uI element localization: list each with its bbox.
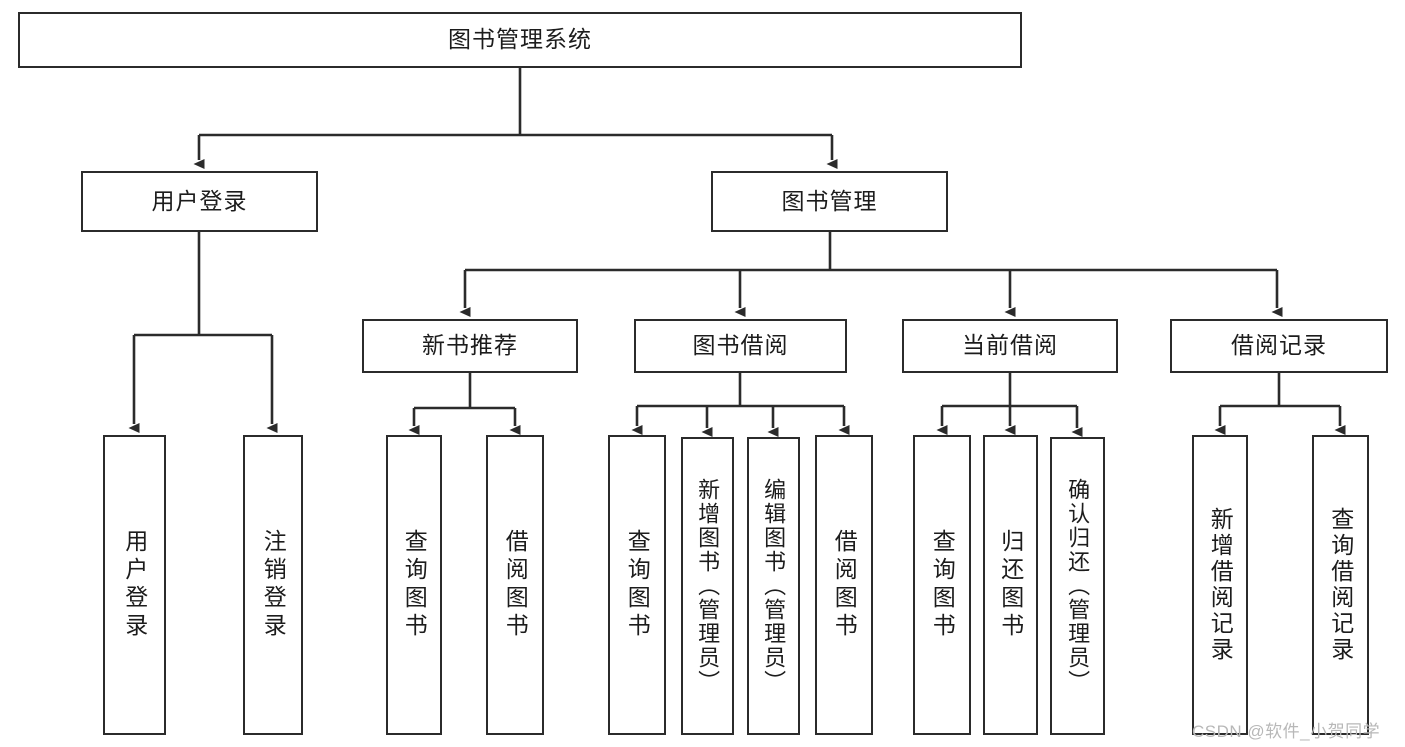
node-leaf-borrow-book-recommend[interactable]: 借阅图书 xyxy=(486,435,544,735)
node-leaf-user-login-label: 用户登录 xyxy=(121,529,148,641)
node-leaf-query-book-recommend[interactable]: 查询图书 xyxy=(386,435,442,735)
node-user-login-label: 用户登录 xyxy=(151,187,248,214)
node-leaf-query-book-borrow-label: 查询图书 xyxy=(624,529,651,641)
node-leaf-query-book-current[interactable]: 查询图书 xyxy=(913,435,971,735)
node-user-login[interactable]: 用户登录 xyxy=(81,171,318,232)
node-leaf-edit-book[interactable]: 编辑图书（管理员） xyxy=(747,437,800,735)
node-leaf-query-book-current-label: 查询图书 xyxy=(929,529,956,641)
node-leaf-add-borrow-record-label: 新增借阅记录 xyxy=(1207,507,1234,663)
node-leaf-query-borrow-record[interactable]: 查询借阅记录 xyxy=(1312,435,1369,735)
node-leaf-edit-book-label: 编辑图书（管理员） xyxy=(761,478,787,694)
node-book-borrow-label: 图书借阅 xyxy=(692,332,789,359)
node-leaf-user-login[interactable]: 用户登录 xyxy=(103,435,166,735)
node-leaf-borrow-book-recommend-label: 借阅图书 xyxy=(502,529,529,641)
node-leaf-add-book[interactable]: 新增图书（管理员） xyxy=(681,437,734,735)
node-leaf-borrow-book[interactable]: 借阅图书 xyxy=(815,435,873,735)
node-leaf-query-borrow-record-label: 查询借阅记录 xyxy=(1327,507,1354,663)
node-leaf-confirm-return-label: 确认归还（管理员） xyxy=(1065,478,1091,694)
node-leaf-user-logout-label: 注销登录 xyxy=(260,529,287,641)
node-leaf-add-book-label: 新增图书（管理员） xyxy=(695,478,721,694)
node-leaf-user-logout[interactable]: 注销登录 xyxy=(243,435,303,735)
node-leaf-query-book-recommend-label: 查询图书 xyxy=(401,529,428,641)
csdn-watermark: CSDN @软件_小贺同学 xyxy=(1192,717,1380,742)
node-book-manage-label: 图书管理 xyxy=(781,187,878,214)
node-leaf-query-book-borrow[interactable]: 查询图书 xyxy=(608,435,666,735)
node-leaf-return-book[interactable]: 归还图书 xyxy=(983,435,1038,735)
watermark-text: CSDN @软件_小贺同学 xyxy=(1192,722,1381,741)
node-new-book-recommend[interactable]: 新书推荐 xyxy=(362,319,578,373)
node-leaf-add-borrow-record[interactable]: 新增借阅记录 xyxy=(1192,435,1248,735)
node-root[interactable]: 图书管理系统 xyxy=(18,12,1022,68)
node-borrow-record-label: 借阅记录 xyxy=(1231,332,1327,359)
node-leaf-return-book-label: 归还图书 xyxy=(997,529,1024,641)
node-book-manage[interactable]: 图书管理 xyxy=(711,171,948,232)
node-root-label: 图书管理系统 xyxy=(448,26,592,53)
node-leaf-confirm-return[interactable]: 确认归还（管理员） xyxy=(1050,437,1105,735)
node-current-borrow-label: 当前借阅 xyxy=(962,332,1058,359)
node-leaf-borrow-book-label: 借阅图书 xyxy=(831,529,858,641)
node-new-book-recommend-label: 新书推荐 xyxy=(422,332,518,359)
node-borrow-record[interactable]: 借阅记录 xyxy=(1170,319,1388,373)
node-current-borrow[interactable]: 当前借阅 xyxy=(902,319,1118,373)
node-book-borrow[interactable]: 图书借阅 xyxy=(634,319,847,373)
